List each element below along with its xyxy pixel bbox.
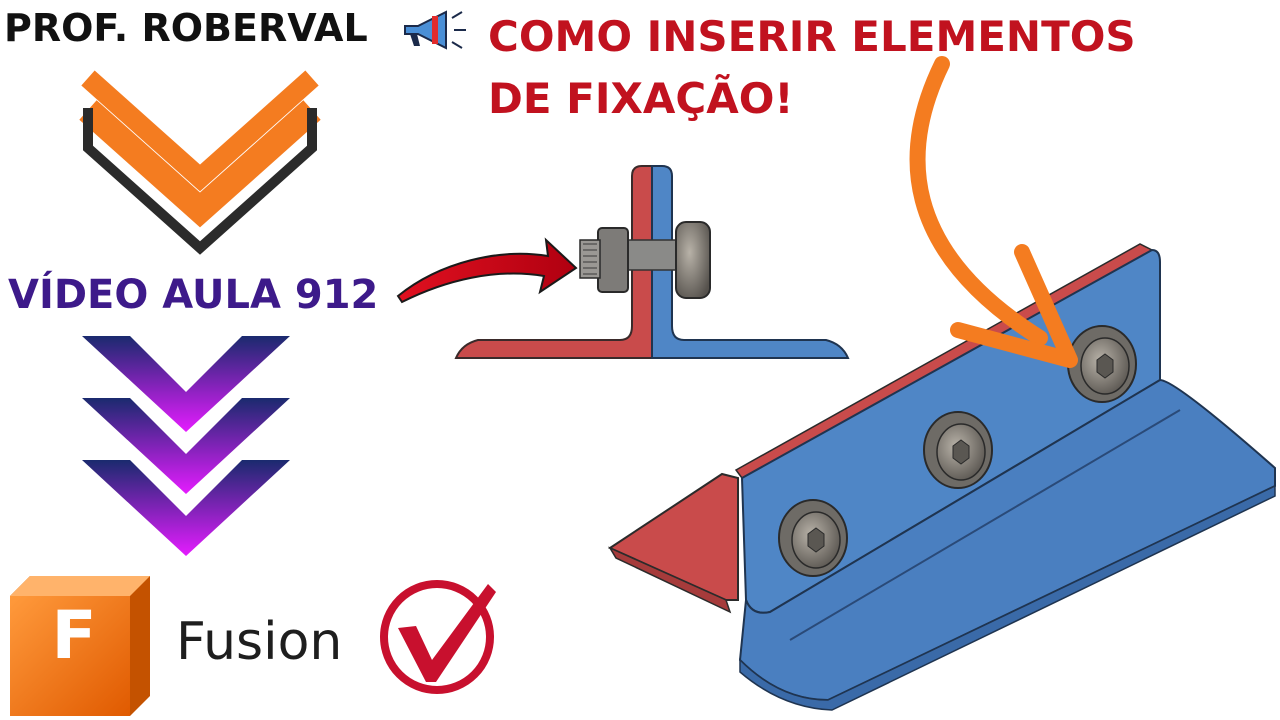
bolt-2 <box>923 411 993 489</box>
episode-label: VÍDEO AULA 912 <box>8 272 379 318</box>
headline: COMO INSERIR ELEMENTOS DE FIXAÇÃO! <box>488 12 1136 123</box>
fusion-logo-icon <box>10 576 150 716</box>
logo-letter: F <box>51 597 97 674</box>
angle-bracket-3d <box>607 243 1276 711</box>
author-name: PROF. ROBERVAL <box>4 6 368 50</box>
purple-chevrons <box>82 336 290 556</box>
check-circle-icon <box>380 580 496 694</box>
red-arrow <box>396 237 578 304</box>
section-view <box>454 165 850 359</box>
brand-name: Fusion <box>176 612 343 672</box>
bolt-3 <box>1067 325 1137 403</box>
megaphone-icon <box>404 10 466 50</box>
orange-chevron <box>79 70 321 255</box>
bolt-1 <box>778 499 848 577</box>
orange-arrow <box>909 56 1078 368</box>
